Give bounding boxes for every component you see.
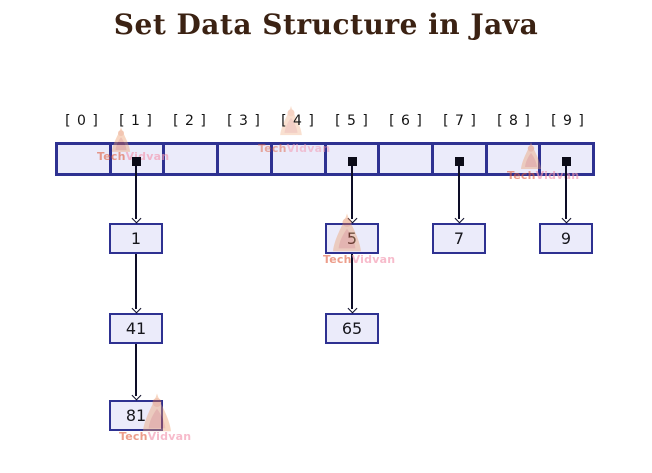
node-box-41: 41 — [109, 313, 163, 344]
node-box-65: 65 — [325, 313, 379, 344]
pointer-square-bucket-7 — [454, 157, 464, 166]
node-box-9: 9 — [539, 223, 593, 254]
index-label-3: [ 3 ] — [227, 113, 261, 129]
arrow-node41-to-node81 — [130, 344, 142, 400]
page-title: Set Data Structure in Java — [113, 8, 539, 41]
bucket-cell-3 — [216, 145, 270, 173]
bucket-cell-5 — [323, 145, 378, 173]
bucket-cell-4 — [269, 145, 324, 173]
arrow-bucket1-to-node1 — [130, 166, 142, 223]
bucket-cell-6 — [377, 145, 431, 173]
pointer-square-bucket-5 — [347, 157, 357, 166]
node-box-5: 5 — [325, 223, 379, 254]
arrow-bucket9-to-node9 — [560, 166, 572, 223]
arrow-bucket5-to-node5 — [346, 166, 358, 223]
index-label-8: [ 8 ] — [497, 113, 531, 129]
arrow-node5-to-node65 — [346, 254, 358, 313]
index-label-2: [ 2 ] — [173, 113, 207, 129]
arrow-bucket7-to-node7 — [453, 166, 465, 223]
bucket-cell-0 — [58, 145, 109, 173]
pointer-square-bucket-1 — [131, 157, 141, 166]
node-box-1: 1 — [109, 223, 163, 254]
index-label-4: [ 4 ] — [281, 113, 315, 129]
pointer-square-bucket-9 — [561, 157, 571, 166]
index-label-0: [ 0 ] — [65, 113, 99, 129]
arrow-node1-to-node41 — [130, 254, 142, 313]
node-box-81: 81 — [109, 400, 163, 431]
bucket-array — [55, 142, 595, 176]
index-label-9: [ 9 ] — [551, 113, 585, 129]
watermark-text: Tech — [119, 430, 148, 443]
index-label-6: [ 6 ] — [389, 113, 423, 129]
index-label-7: [ 7 ] — [443, 113, 477, 129]
bucket-cell-8 — [484, 145, 539, 173]
index-label-5: [ 5 ] — [335, 113, 369, 129]
index-label-1: [ 1 ] — [119, 113, 153, 129]
node-box-7: 7 — [432, 223, 486, 254]
bucket-cell-2 — [162, 145, 217, 173]
